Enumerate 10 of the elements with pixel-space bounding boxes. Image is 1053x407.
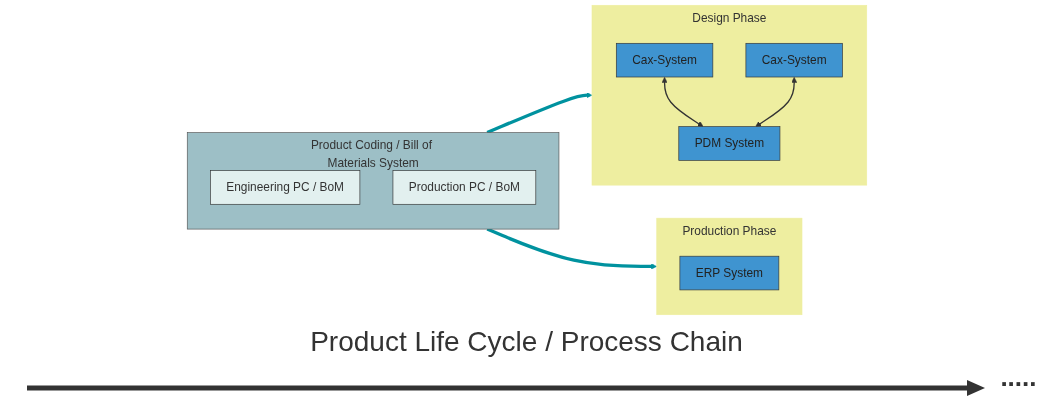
- node-box: PDM System: [677, 126, 780, 161]
- continuation-dots: .....: [1000, 362, 1037, 393]
- node-box: Cax-System: [615, 43, 713, 78]
- node-box: ERP System: [679, 255, 779, 291]
- node-box: Production PC / BoM: [392, 170, 536, 205]
- arrow: [754, 77, 797, 127]
- node-box: Cax-System: [745, 43, 843, 78]
- timeline-label: Product Life Cycle / Process Chain: [309, 326, 744, 358]
- arrow: [661, 77, 703, 127]
- node-box: Engineering PC / BoM: [209, 170, 360, 205]
